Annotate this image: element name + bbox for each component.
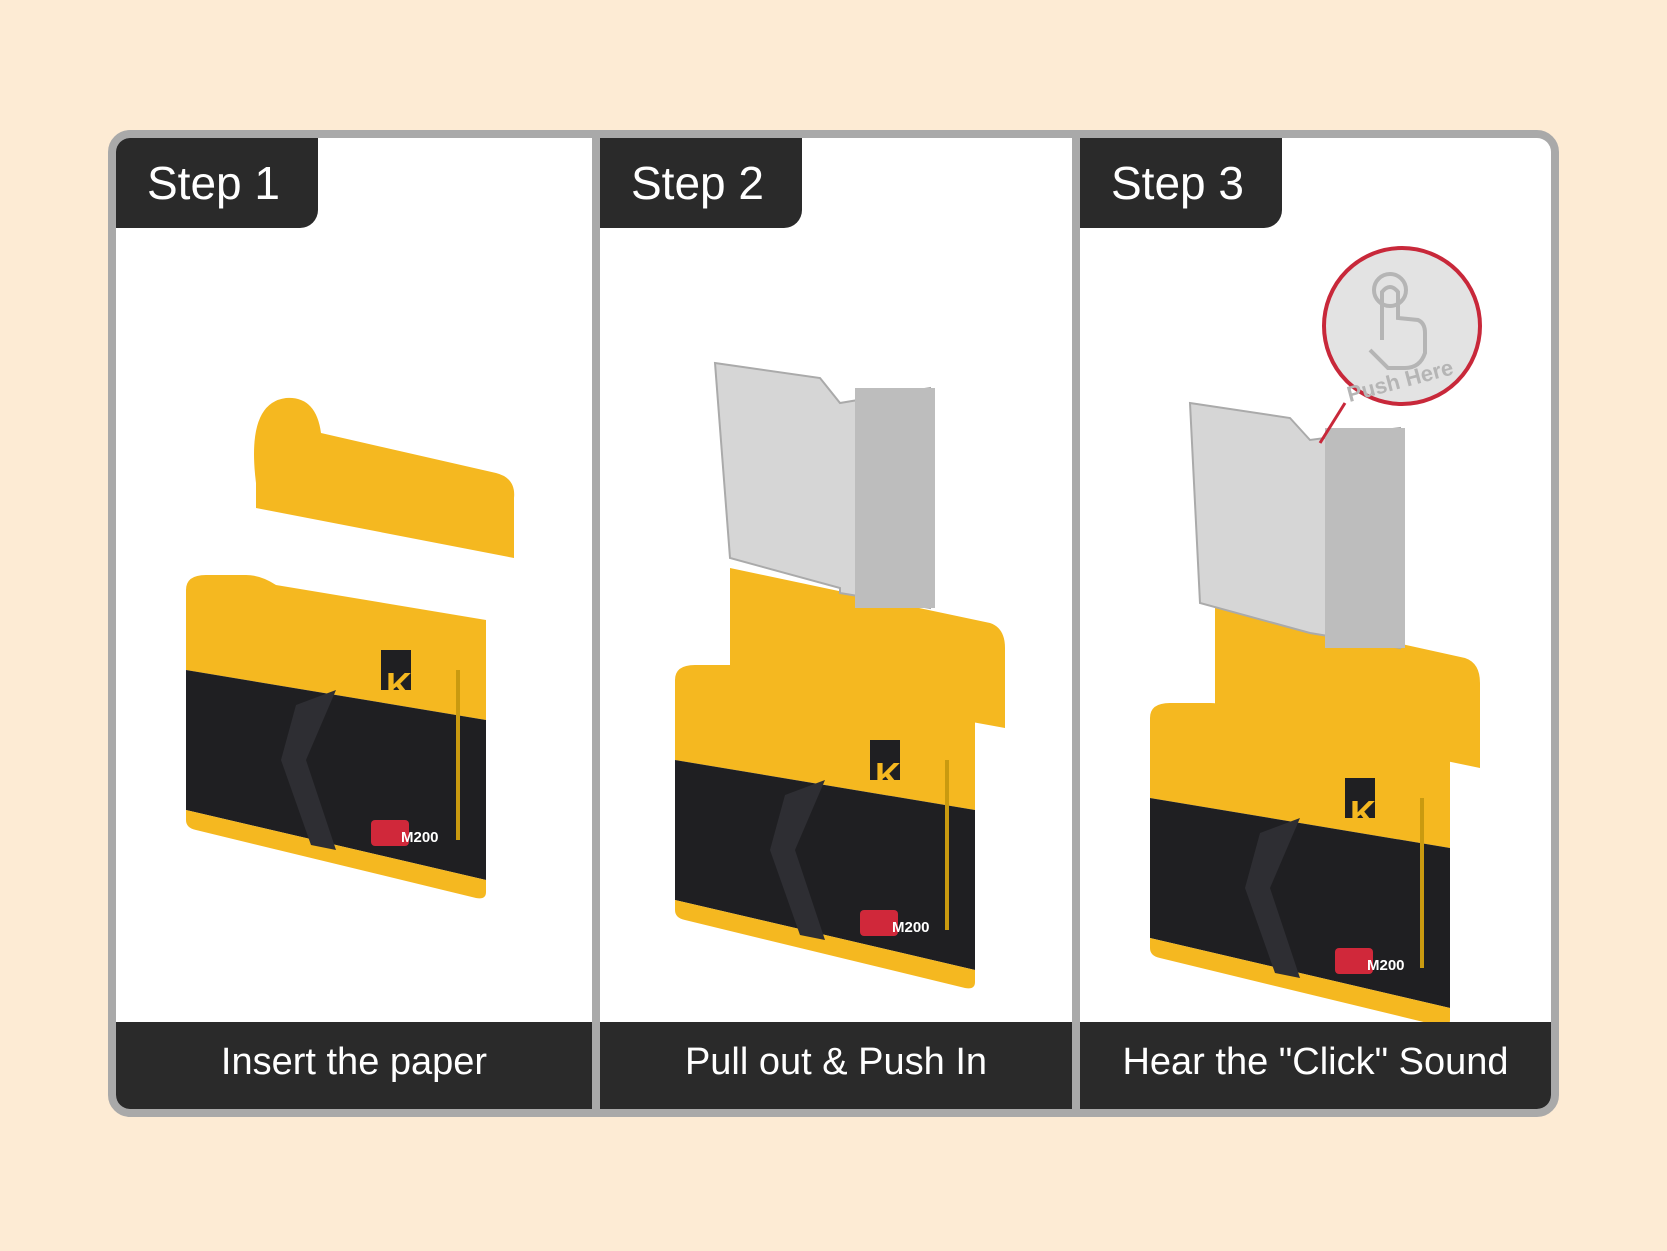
- step-2-tab: Step 2: [600, 138, 802, 228]
- step-2-caption: Pull out & Push In: [600, 1022, 1072, 1109]
- printer-push-here-image: M200 K Push Here: [1150, 246, 1482, 1022]
- brand-logo: K: [1350, 793, 1376, 834]
- printer-lid: [254, 397, 515, 558]
- printer-cartridge-out-image: M200 K: [675, 361, 1005, 989]
- step-3-panel: M200 K Push Here Step 3 Hear the "Click"…: [1080, 138, 1551, 1109]
- steps-frame: M200 K Step 1 Insert the paper M200 K St…: [108, 130, 1559, 1117]
- model-badge: M200: [1367, 957, 1405, 974]
- step-1-panel: M200 K Step 1 Insert the paper: [116, 138, 592, 1109]
- brand-logo: K: [875, 755, 901, 796]
- model-badge: M200: [401, 829, 439, 846]
- step-1-caption: Insert the paper: [116, 1022, 592, 1109]
- step-3-tab: Step 3: [1080, 138, 1282, 228]
- step-3-caption: Hear the "Click" Sound: [1080, 1022, 1551, 1109]
- printer-lid-open-image: M200 K: [186, 397, 515, 899]
- step-2-panel: M200 K Step 2 Pull out & Push In: [600, 138, 1072, 1109]
- step-1-tab: Step 1: [116, 138, 318, 228]
- push-here-callout: Push Here: [1322, 246, 1482, 407]
- model-badge: M200: [892, 919, 930, 936]
- tap-finger-icon: [1368, 272, 1427, 370]
- brand-logo: K: [386, 665, 412, 706]
- callout-line: [1318, 402, 1347, 444]
